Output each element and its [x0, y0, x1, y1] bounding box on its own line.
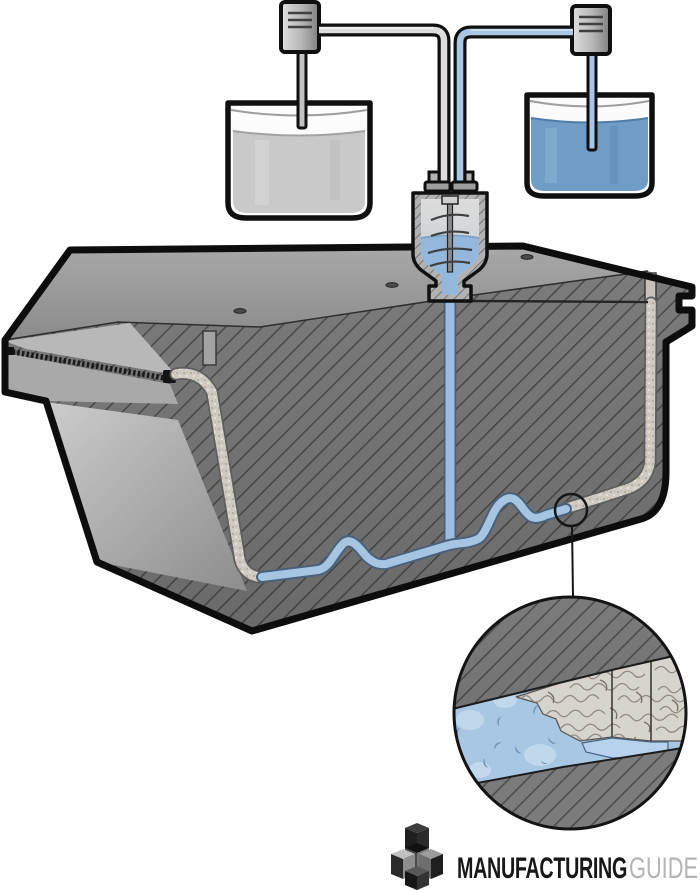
foam-scribble	[619, 713, 679, 722]
pipe-blue-fill	[456, 28, 573, 184]
mixer-blade	[430, 213, 470, 222]
liquid-layer	[258, 494, 570, 581]
detail-top-wall-edge	[454, 649, 686, 713]
bolt-hole	[520, 254, 534, 260]
pump-left	[279, 0, 321, 54]
logo-text-secondary: GUIDE	[629, 852, 698, 885]
detail-view	[454, 597, 686, 829]
tank-left-surface-line	[232, 130, 366, 137]
foam-scribble	[659, 705, 686, 714]
bolt-hole	[233, 308, 247, 314]
brand-logo: MANUFACTURING GUIDE	[391, 823, 698, 890]
foam-scribble	[519, 694, 600, 704]
mold-top-front-edge	[4, 270, 649, 341]
logo-cubes-icon	[391, 823, 443, 890]
tank-left-liquid	[233, 131, 365, 213]
mold-front-left-face	[46, 402, 247, 591]
pump-left-vents	[288, 11, 312, 29]
mixer-shaft-cap	[441, 195, 459, 205]
mold-cutaway	[1, 242, 696, 635]
foam-left-wall	[171, 368, 271, 582]
foam-scribble	[569, 682, 640, 691]
logo-text-primary: MANUFACTURING	[457, 852, 627, 885]
parting-line-seal	[7, 348, 171, 382]
foam-scribble	[567, 733, 637, 741]
tank-left-liquid-highlight	[255, 140, 269, 205]
mixer-blade	[430, 230, 470, 238]
clamp-plate-front	[5, 353, 178, 404]
pipe-gray-fill	[319, 26, 448, 184]
inlet-collar-left	[423, 180, 452, 193]
mixing-head	[411, 191, 489, 303]
component-tank-left	[225, 100, 373, 221]
detail-top-wall-shade	[454, 597, 686, 712]
pump-right-vents	[579, 15, 603, 33]
detail-leader-line	[571, 525, 574, 597]
foam-scribble	[657, 685, 686, 694]
mixer-blade	[427, 247, 473, 255]
tank-right-liquid-shade	[610, 126, 618, 184]
mold-top-face	[5, 246, 692, 340]
parting-line-right	[467, 299, 649, 304]
liquid-blob	[524, 744, 556, 766]
vent-pin-left	[202, 330, 217, 366]
foam-scribble	[617, 694, 686, 703]
inlet-collar-right	[450, 180, 479, 193]
bolt-hole	[385, 282, 399, 288]
mold-silhouette	[1, 242, 696, 635]
agitator-shaft-right	[586, 48, 598, 152]
detail-marker-circle	[553, 492, 589, 528]
liquid-blob	[456, 710, 484, 730]
pump-right	[570, 4, 612, 56]
supply-system	[225, 0, 655, 221]
mixer-blade	[429, 260, 471, 268]
liquid-flow	[256, 293, 572, 583]
mixer-blades	[427, 213, 473, 268]
tank-right-liquid-highlight	[545, 128, 557, 183]
agitator-shaft-left	[296, 46, 308, 130]
lid-plate-front	[5, 323, 176, 375]
feed-pipes	[319, 23, 573, 184]
detail-bottom-wall-edge	[454, 744, 686, 791]
tank-left-liquid-shade	[330, 140, 340, 200]
detail-callout	[452, 492, 688, 831]
tank-right-liquid	[531, 118, 648, 191]
detail-circle-rim	[452, 595, 688, 831]
